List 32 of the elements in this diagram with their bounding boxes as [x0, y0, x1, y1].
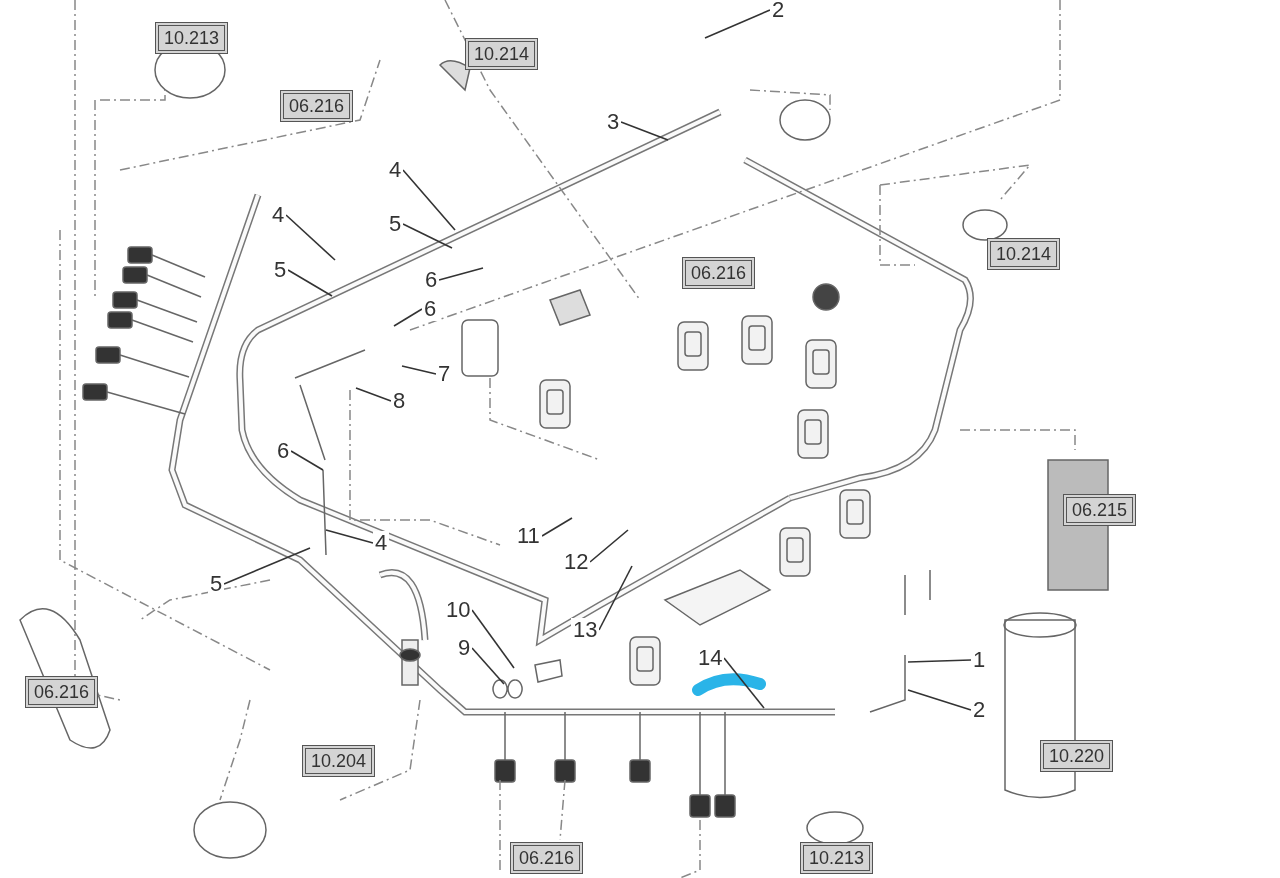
leader-line	[402, 169, 456, 231]
leader-line	[589, 529, 629, 563]
leader-line	[393, 308, 423, 327]
leader-line	[223, 547, 311, 585]
leader-line	[598, 565, 633, 631]
reference-tag: 10.220	[1040, 740, 1114, 772]
leader-line	[471, 647, 505, 685]
leader-line	[438, 267, 484, 281]
leader-line	[723, 657, 765, 709]
leader-line	[907, 659, 972, 663]
leader-line	[541, 517, 573, 537]
leader-line	[907, 689, 972, 711]
reference-tag: 06.216	[25, 676, 99, 708]
leader-line	[471, 609, 515, 669]
reference-tag: 10.214	[465, 38, 539, 70]
leader-line	[401, 365, 437, 375]
reference-tag: 06.215	[1063, 494, 1137, 526]
leader-line	[620, 121, 669, 141]
leader-line	[402, 223, 453, 249]
leader-line	[290, 450, 324, 471]
reference-tag: 10.204	[302, 745, 376, 777]
reference-tag: 06.216	[280, 90, 354, 122]
leader-line	[355, 387, 392, 402]
leader-line	[325, 529, 374, 544]
reference-tag: 10.214	[987, 238, 1061, 270]
reference-tag: 10.213	[800, 842, 874, 874]
reference-tag: 06.216	[510, 842, 584, 874]
leader-line	[704, 9, 771, 39]
reference-tag: 10.213	[155, 22, 229, 54]
leader-line	[285, 214, 336, 261]
reference-tag: 06.216	[682, 257, 756, 289]
leader-line	[287, 269, 333, 297]
